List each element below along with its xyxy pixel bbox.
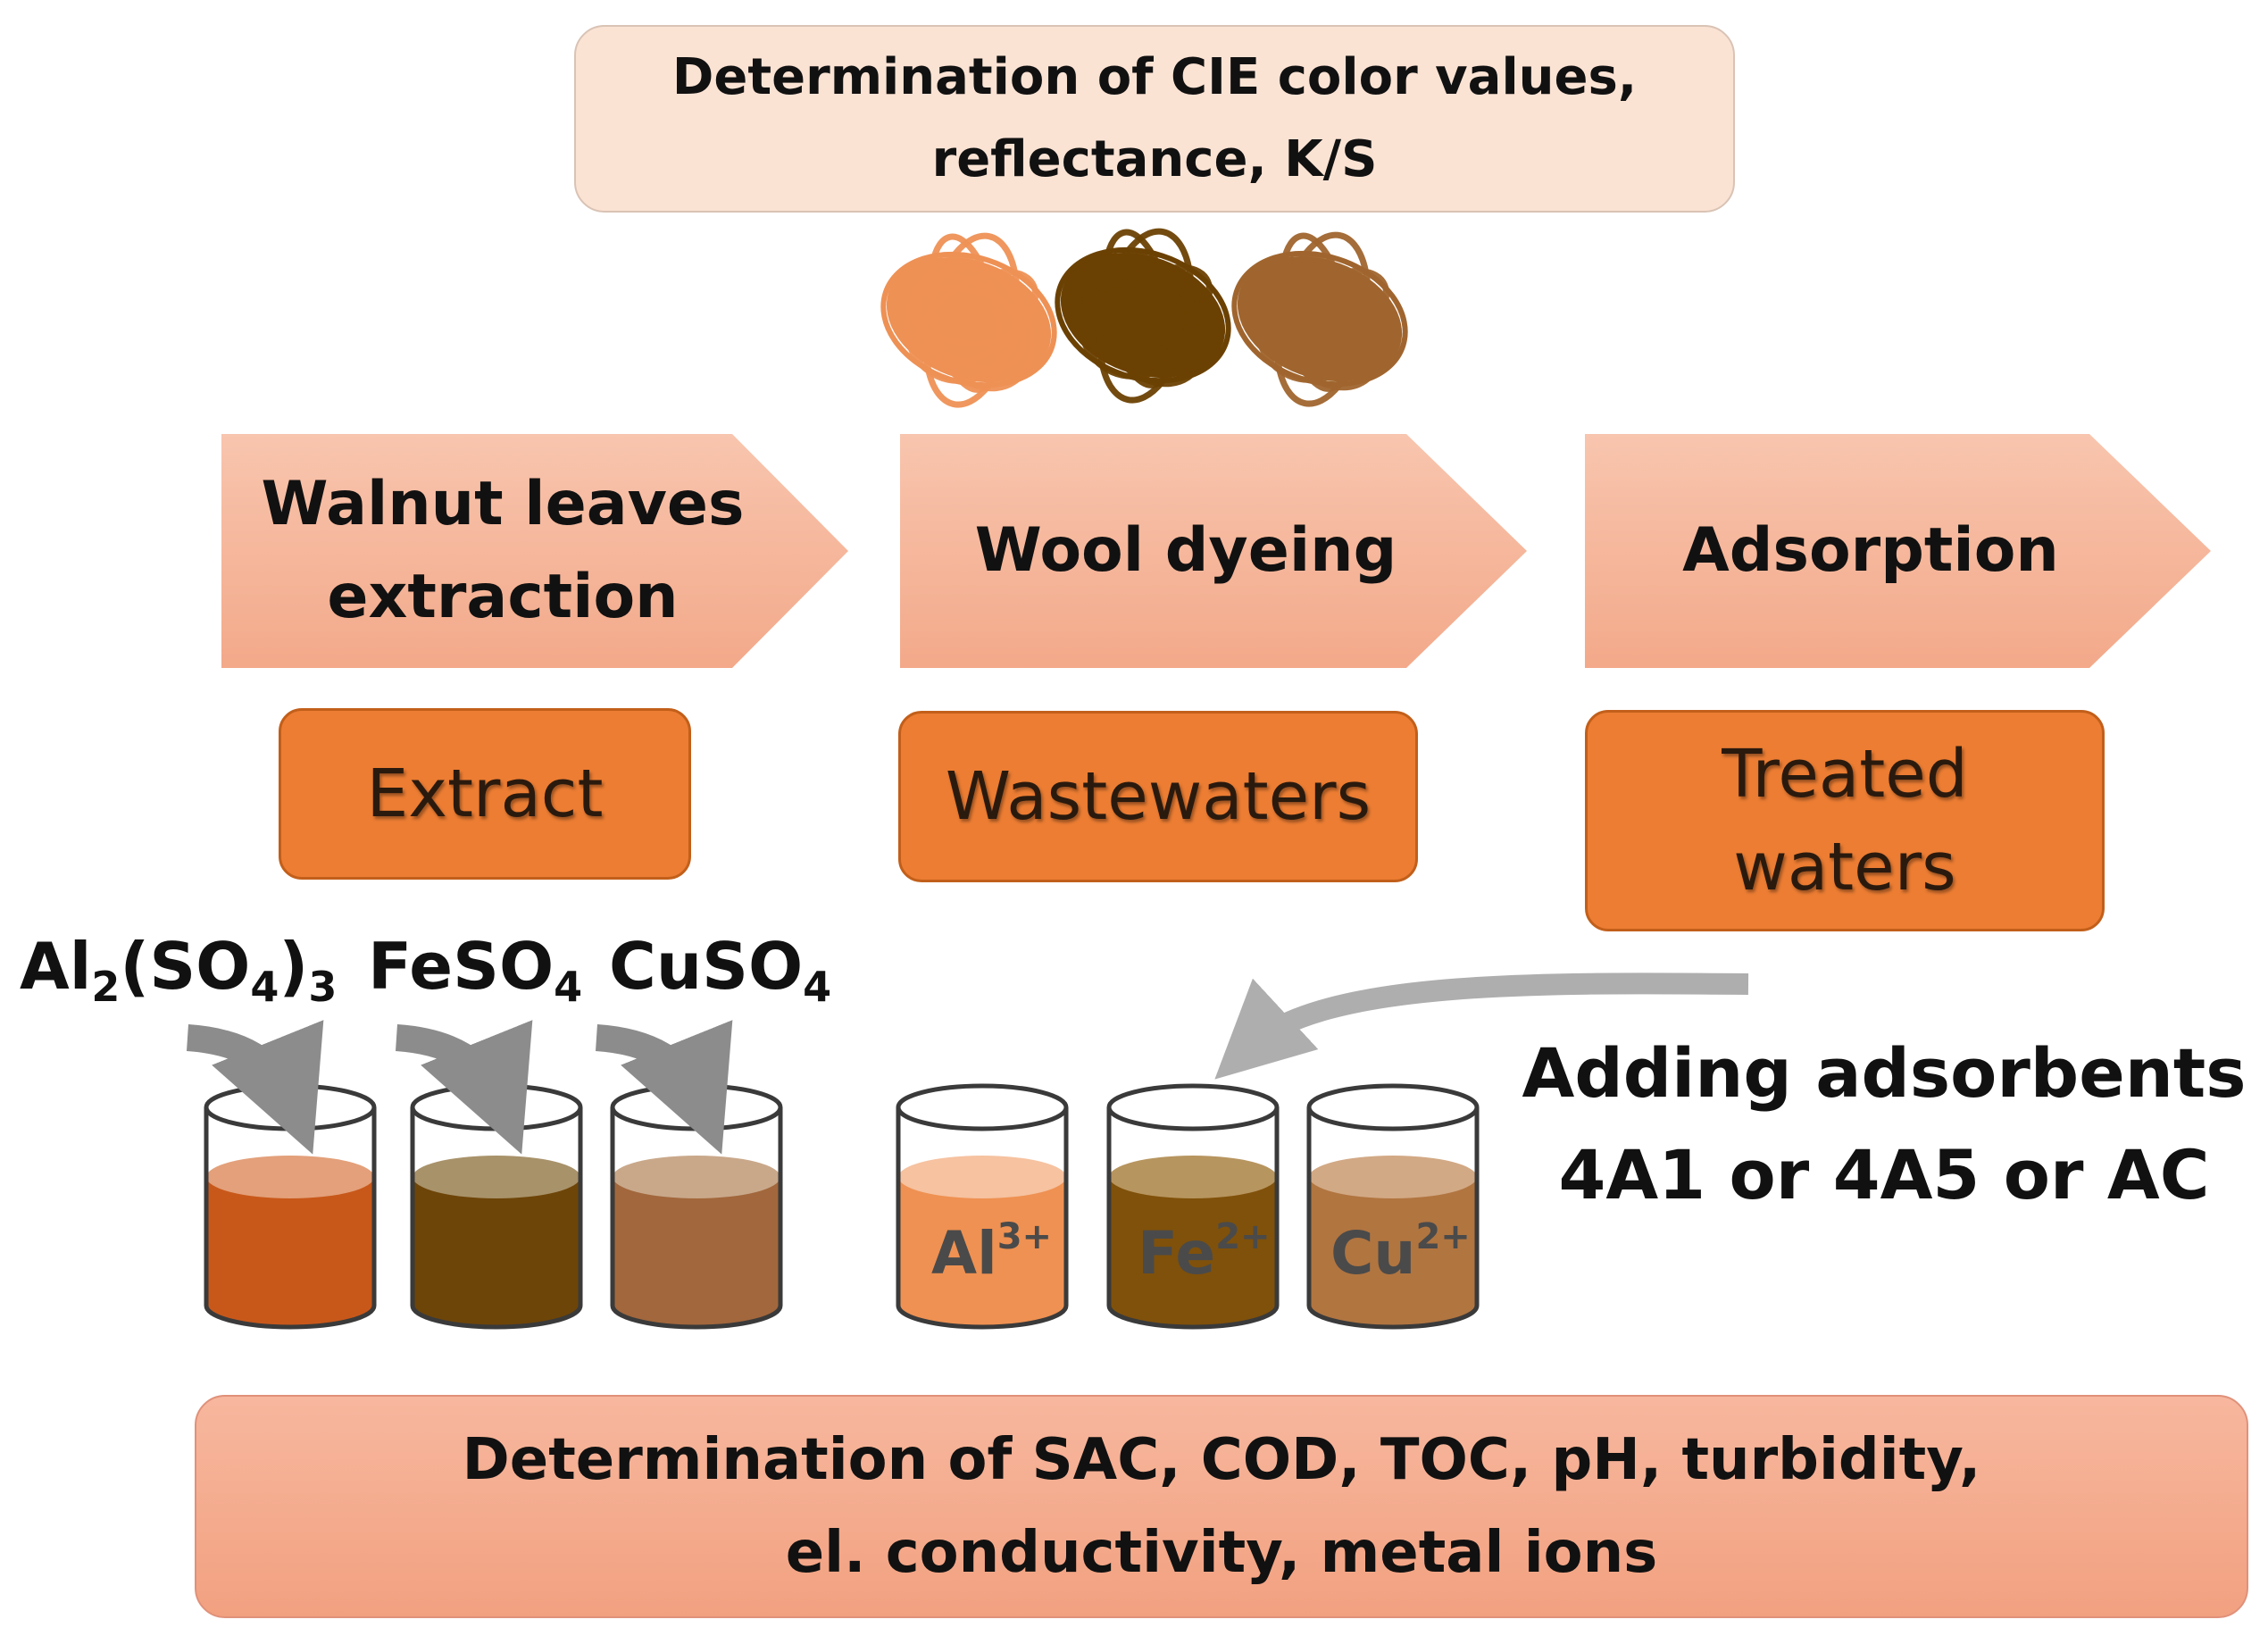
curved-arrow-icon <box>595 1020 733 1155</box>
step-arrow-adsorption <box>1585 434 2211 668</box>
curved-arrow-icon <box>186 1020 324 1155</box>
result-box-wastewaters: Wastewaters <box>898 711 1418 882</box>
top-determination-box: Determination of CIE color values, refle… <box>574 25 1735 213</box>
beaker-icon <box>1306 1083 1480 1330</box>
step-dyeing-line1: Wool dyeing <box>974 515 1397 586</box>
formula-iron-sulfate: FeSO4 <box>368 929 583 1011</box>
result-treated-line1: Treated <box>1722 736 1968 813</box>
result-wastewaters-label: Wastewaters <box>945 758 1372 835</box>
result-extract-label: Extract <box>366 755 604 832</box>
top-box-line1: Determination of CIE color values, <box>671 48 1638 106</box>
ion-label-copper: Cu2+ <box>1330 1216 1471 1288</box>
adsorbents-text: Adding adsorbents 4A1 or 4A5 or AC <box>1518 1022 2250 1226</box>
step-extraction-line1: Walnut leaves <box>261 469 745 539</box>
step-extraction-line2: extraction <box>327 562 679 632</box>
beaker-icon <box>204 1083 377 1330</box>
ion-label-iron: Fe2+ <box>1138 1216 1271 1288</box>
bottom-box-line1: Determination of SAC, COD, TOC, pH, turb… <box>462 1427 1981 1493</box>
beaker-icon <box>896 1083 1069 1330</box>
bottom-determination-box: Determination of SAC, COD, TOC, pH, turb… <box>195 1395 2248 1618</box>
formula-copper-sulfate: CuSO4 <box>609 929 832 1011</box>
formula-aluminium-sulfate: Al2(SO4)3 <box>20 929 338 1011</box>
step-arrow-extraction <box>221 434 848 668</box>
step-label-extraction: Walnut leaves extraction <box>221 434 784 668</box>
top-box-line2: reflectance, K/S <box>931 130 1378 188</box>
yarn-ball-icon <box>880 232 1057 408</box>
result-box-treated-waters: Treated waters <box>1585 710 2105 931</box>
step-label-dyeing: Wool dyeing <box>900 434 1472 668</box>
ion-label-aluminium: Al3+ <box>931 1216 1053 1288</box>
beaker-icon <box>610 1083 783 1330</box>
result-box-extract: Extract <box>279 708 691 880</box>
adsorbents-line1: Adding adsorbents <box>1522 1033 2247 1113</box>
step-label-adsorption: Adsorption <box>1585 434 2156 668</box>
beaker-icon <box>1106 1083 1280 1330</box>
curved-arrow-icon <box>395 1020 533 1155</box>
step-adsorption-line1: Adsorption <box>1682 515 2059 586</box>
bottom-box-line2: el. conductivity, metal ions <box>785 1520 1658 1586</box>
result-treated-line2: waters <box>1733 829 1956 906</box>
beaker-icon <box>410 1083 583 1330</box>
yarn-ball-icon <box>1055 228 1231 404</box>
adsorbents-line2: 4A1 or 4A5 or AC <box>1558 1135 2210 1214</box>
curved-arrow-icon <box>1214 972 1749 1080</box>
yarn-ball-icon <box>1231 231 1408 407</box>
step-arrow-dyeing <box>900 434 1527 668</box>
